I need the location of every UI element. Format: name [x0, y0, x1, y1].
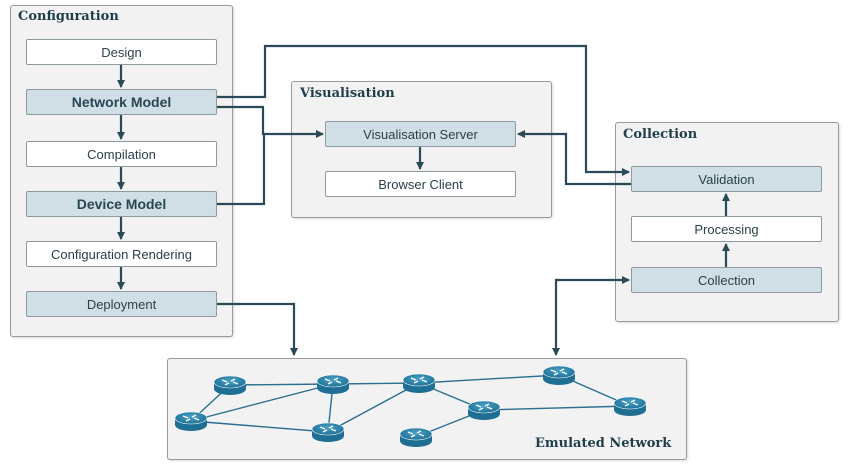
- configuration-rendering-box: Configuration Rendering: [26, 241, 217, 267]
- router-icon: [542, 365, 576, 385]
- router-icon: [399, 427, 433, 447]
- design-box: Design: [26, 39, 217, 65]
- router-icon: [174, 411, 208, 431]
- router-icon: [613, 396, 647, 416]
- network-link: [418, 374, 560, 384]
- processing-box: Processing: [631, 216, 822, 242]
- visualisation-title: Visualisation: [300, 86, 395, 101]
- configuration-title: Configuration: [18, 9, 119, 24]
- visualisation-server-box: Visualisation Server: [325, 121, 516, 147]
- collection-title: Collection: [623, 127, 698, 142]
- deployment-box: Deployment: [26, 291, 217, 317]
- compilation-box: Compilation: [26, 141, 217, 167]
- collection-box: Collection: [631, 267, 822, 293]
- router-icon: [213, 375, 247, 395]
- router-icon: [402, 373, 436, 393]
- validation-box: Validation: [631, 166, 822, 192]
- router-icon: [311, 422, 345, 442]
- router-icon: [467, 400, 501, 420]
- network-link: [327, 382, 420, 433]
- network-link: [229, 383, 334, 386]
- network-link: [483, 405, 631, 411]
- device-model-box: Device Model: [26, 191, 217, 217]
- arrow-network-model-visualisation: [217, 105, 324, 138]
- browser-client-box: Browser Client: [325, 171, 516, 197]
- network-model-box: Network Model: [26, 89, 217, 115]
- emulated-network-title: Emulated Network: [535, 436, 672, 451]
- network-link: [190, 383, 334, 422]
- arrow-device-model-visualisation: [217, 134, 266, 206]
- arrow-collection-network: [552, 276, 630, 356]
- network-link: [190, 420, 329, 433]
- arrow-deployment-network: [217, 302, 298, 356]
- arrow-network-model-validation: [217, 44, 630, 176]
- router-icon: [316, 374, 350, 394]
- arrow-validation-visualisation: [517, 130, 631, 186]
